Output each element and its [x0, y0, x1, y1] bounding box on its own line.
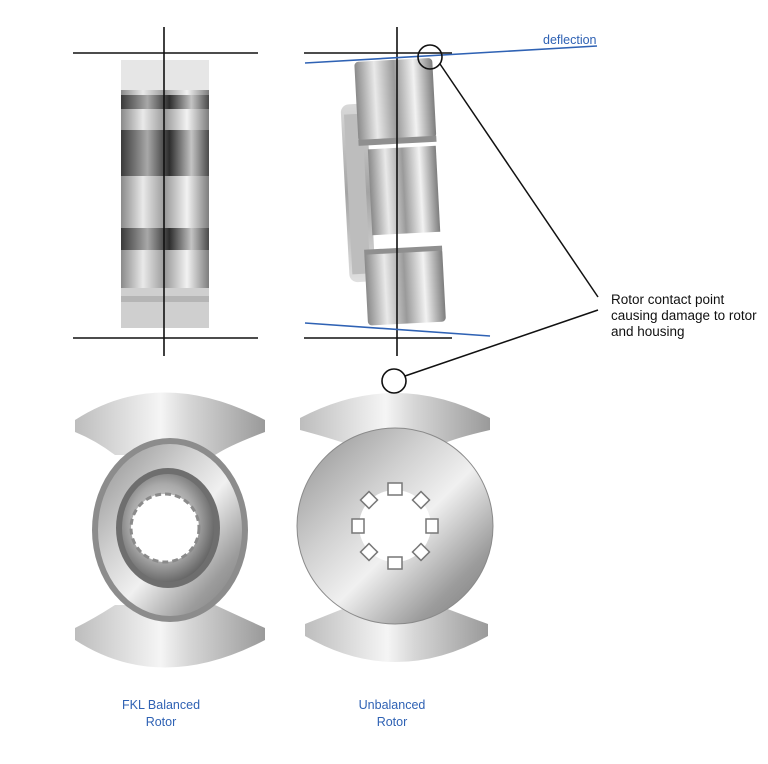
balanced-rotor-side-view [121, 60, 209, 328]
spline-bore [129, 492, 201, 564]
deflection-line-bottom [304, 322, 491, 337]
unbalanced-rotor-face [296, 393, 494, 662]
caption-unbalanced-line2: Rotor [376, 715, 408, 729]
contact-point-callout: Rotor contact point causing damage to ro… [611, 292, 757, 339]
caption-balanced-line2: Rotor [145, 715, 177, 729]
balanced-reference-lines [73, 27, 258, 356]
deflection-label: deflection [543, 33, 597, 47]
caption-unbalanced-line1: Unbalanced [358, 698, 426, 712]
caption-balanced: FKL Balanced Rotor [91, 697, 231, 731]
balanced-rotor-face [75, 392, 265, 668]
deflection-line-top [304, 45, 598, 64]
unbalanced-rotor-side-view [340, 58, 446, 326]
caption-balanced-line1: FKL Balanced [121, 698, 201, 712]
unbalanced-reference-lines [304, 27, 599, 356]
caption-unbalanced: Unbalanced Rotor [322, 697, 462, 731]
callout-leader-top [439, 63, 599, 298]
contact-point-markers-bottom [381, 309, 599, 394]
contact-point-circle-bottom [381, 368, 407, 394]
callout-leader-bottom [404, 309, 599, 377]
contact-point-circle-top [417, 44, 443, 70]
